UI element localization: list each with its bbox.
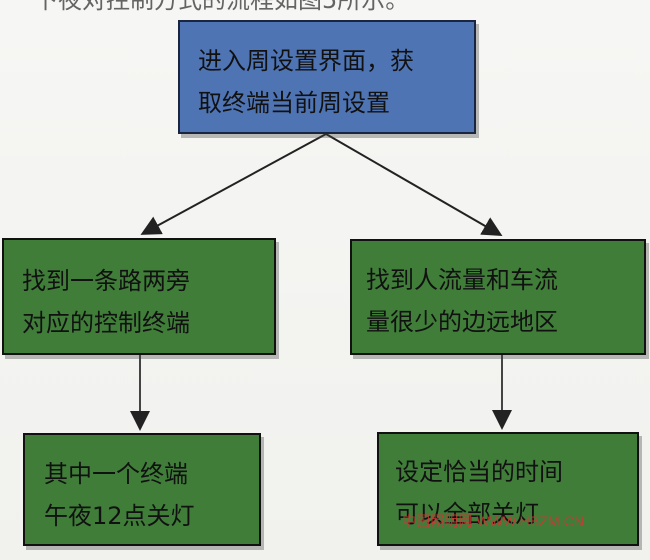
- website-watermark: 中国照明网 WWW.HBZM.CN: [402, 513, 585, 529]
- flow-step-line: 找到人流量和车流: [366, 266, 558, 294]
- arrow-top-to-left-mid: [140, 133, 327, 235]
- flow-step-find-remote-area: 找到人流量和车流 量很少的边远地区: [350, 239, 646, 355]
- flow-step-line: 进入周设置界面，获: [198, 47, 414, 75]
- flow-step-line: 其中一个终端: [44, 460, 188, 488]
- flow-step-line: 量很少的边远地区: [366, 308, 558, 336]
- flow-step-enter-week-settings: 进入周设置界面，获 取终端当前周设置: [178, 20, 476, 134]
- flow-step-line: 可以全部关灯: [395, 500, 539, 528]
- flow-step-set-time-all-off: 设定恰当的时间 可以全部关灯: [377, 432, 639, 546]
- flow-step-line: 午夜12点关灯: [44, 502, 195, 530]
- flow-step-line: 取终端当前周设置: [198, 89, 390, 117]
- cropped-caption-text: 下夜对控制方式的流程如图5所示。: [34, 0, 410, 14]
- flow-step-line: 找到一条路两旁: [22, 267, 190, 295]
- flow-step-midnight-lights-off: 其中一个终端 午夜12点关灯: [23, 433, 261, 546]
- arrow-top-to-right-mid: [325, 133, 503, 237]
- flow-step-find-roadside-terminals: 找到一条路两旁 对应的控制终端: [2, 238, 276, 355]
- flow-step-line: 对应的控制终端: [22, 309, 190, 337]
- flow-step-line: 设定恰当的时间: [395, 458, 563, 486]
